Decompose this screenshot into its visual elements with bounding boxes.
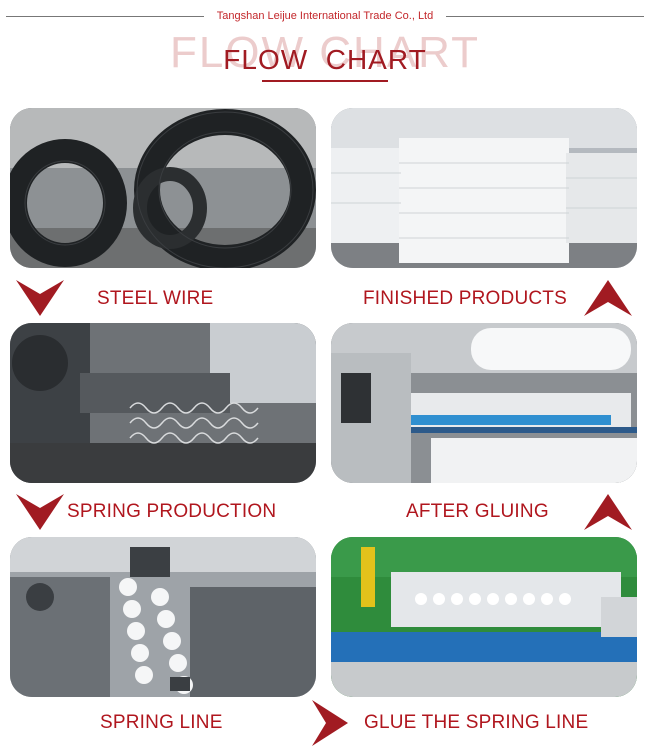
header-rule-left [6, 16, 204, 17]
label-spring-line: SPRING LINE [100, 712, 223, 733]
arrow-right-icon [312, 700, 348, 746]
label-finished-products: FINISHED PRODUCTS [363, 288, 567, 309]
label-steel-wire: STEEL WIRE [97, 288, 214, 309]
page-title: FLOW CHART [223, 44, 427, 75]
title-underline [262, 80, 388, 82]
photo-finished-products [331, 108, 637, 268]
arrow-down-icon [16, 280, 64, 316]
title-watermark: FLOW CHART [169, 28, 481, 77]
photo-after-gluing [331, 323, 637, 483]
label-glue-spring-line: GLUE THE SPRING LINE [364, 712, 589, 733]
photo-spring-production [10, 323, 316, 483]
header-rule-right [446, 16, 644, 17]
label-after-gluing: AFTER GLUING [406, 501, 549, 522]
arrow-up-icon [584, 280, 632, 316]
photo-spring-line [10, 537, 316, 697]
arrow-down-icon [16, 494, 64, 530]
label-spring-production: SPRING PRODUCTION [67, 501, 277, 522]
header: Tangshan Leijue International Trade Co.,… [0, 0, 650, 100]
photo-glue-spring-line [331, 537, 637, 697]
company-name: Tangshan Leijue International Trade Co.,… [216, 10, 434, 22]
arrow-up-icon [584, 494, 632, 530]
photo-steel-wire [10, 108, 316, 268]
